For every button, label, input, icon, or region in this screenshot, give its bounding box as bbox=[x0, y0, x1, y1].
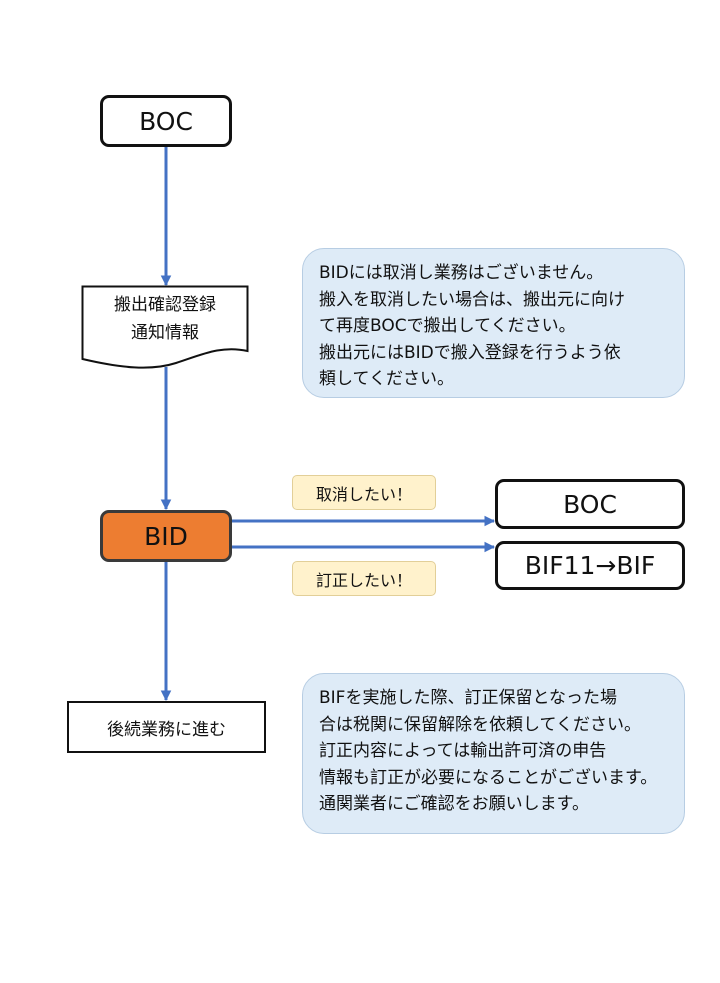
correction-info-line: BIFを実施した際、訂正保留となった場 bbox=[319, 688, 617, 708]
correct-tag-label: 訂正したい！ bbox=[315, 570, 412, 590]
correction-info-line: 合は税関に保留解除を依頼してください。 bbox=[319, 714, 641, 735]
boc-top-box: BOC bbox=[100, 95, 232, 147]
bid-label: BID bbox=[144, 521, 188, 551]
cancel-info-line: 頼してください。 bbox=[319, 369, 454, 389]
cancel-info-line: BIDには取消し業務はございません。 bbox=[319, 263, 604, 283]
carry-out-notice-document bbox=[81, 285, 249, 369]
cancel-info-line: 搬出元にはBIDで搬入登録を行うよう依 bbox=[319, 342, 621, 363]
correction-info-note: BIFを実施した際、訂正保留となった場 合は税関に保留解除を依頼してください。 … bbox=[302, 673, 685, 834]
cancel-info-note: BIDには取消し業務はございません。 搬入を取消したい場合は、搬出元に向け て再… bbox=[302, 248, 685, 398]
correction-info-line: 訂正内容によっては輸出許可済の申告 bbox=[319, 741, 607, 761]
boc-right-box: BOC bbox=[495, 479, 685, 529]
next-step-label: 後続業務に進む bbox=[107, 719, 226, 740]
bid-box: BID bbox=[100, 510, 232, 562]
carry-out-notice-text: 搬出確認登録 通知情報 bbox=[81, 291, 249, 347]
correction-info-line: 通関業者にご確認をお願いします。 bbox=[319, 794, 589, 814]
cancel-tag-label: 取消したい！ bbox=[315, 484, 412, 504]
bif-box: BIF11→BIF bbox=[495, 541, 685, 590]
carry-out-notice-line-1: 搬出確認登録 bbox=[114, 295, 216, 315]
cancel-info-line: 搬入を取消したい場合は、搬出元に向け bbox=[319, 289, 625, 310]
cancel-tag: 取消したい！ bbox=[292, 475, 436, 510]
boc-top-label: BOC bbox=[139, 106, 193, 136]
correction-info-line: 情報も訂正が必要になることがございます。 bbox=[319, 767, 658, 788]
correct-tag: 訂正したい！ bbox=[292, 561, 436, 596]
boc-right-label: BOC bbox=[563, 489, 617, 519]
carry-out-notice-line-2: 通知情報 bbox=[131, 323, 199, 343]
cancel-info-line: て再度BOCで搬出してください。 bbox=[319, 316, 576, 336]
bif-label: BIF11→BIF bbox=[524, 551, 656, 580]
next-step-box: 後続業務に進む bbox=[67, 701, 266, 753]
